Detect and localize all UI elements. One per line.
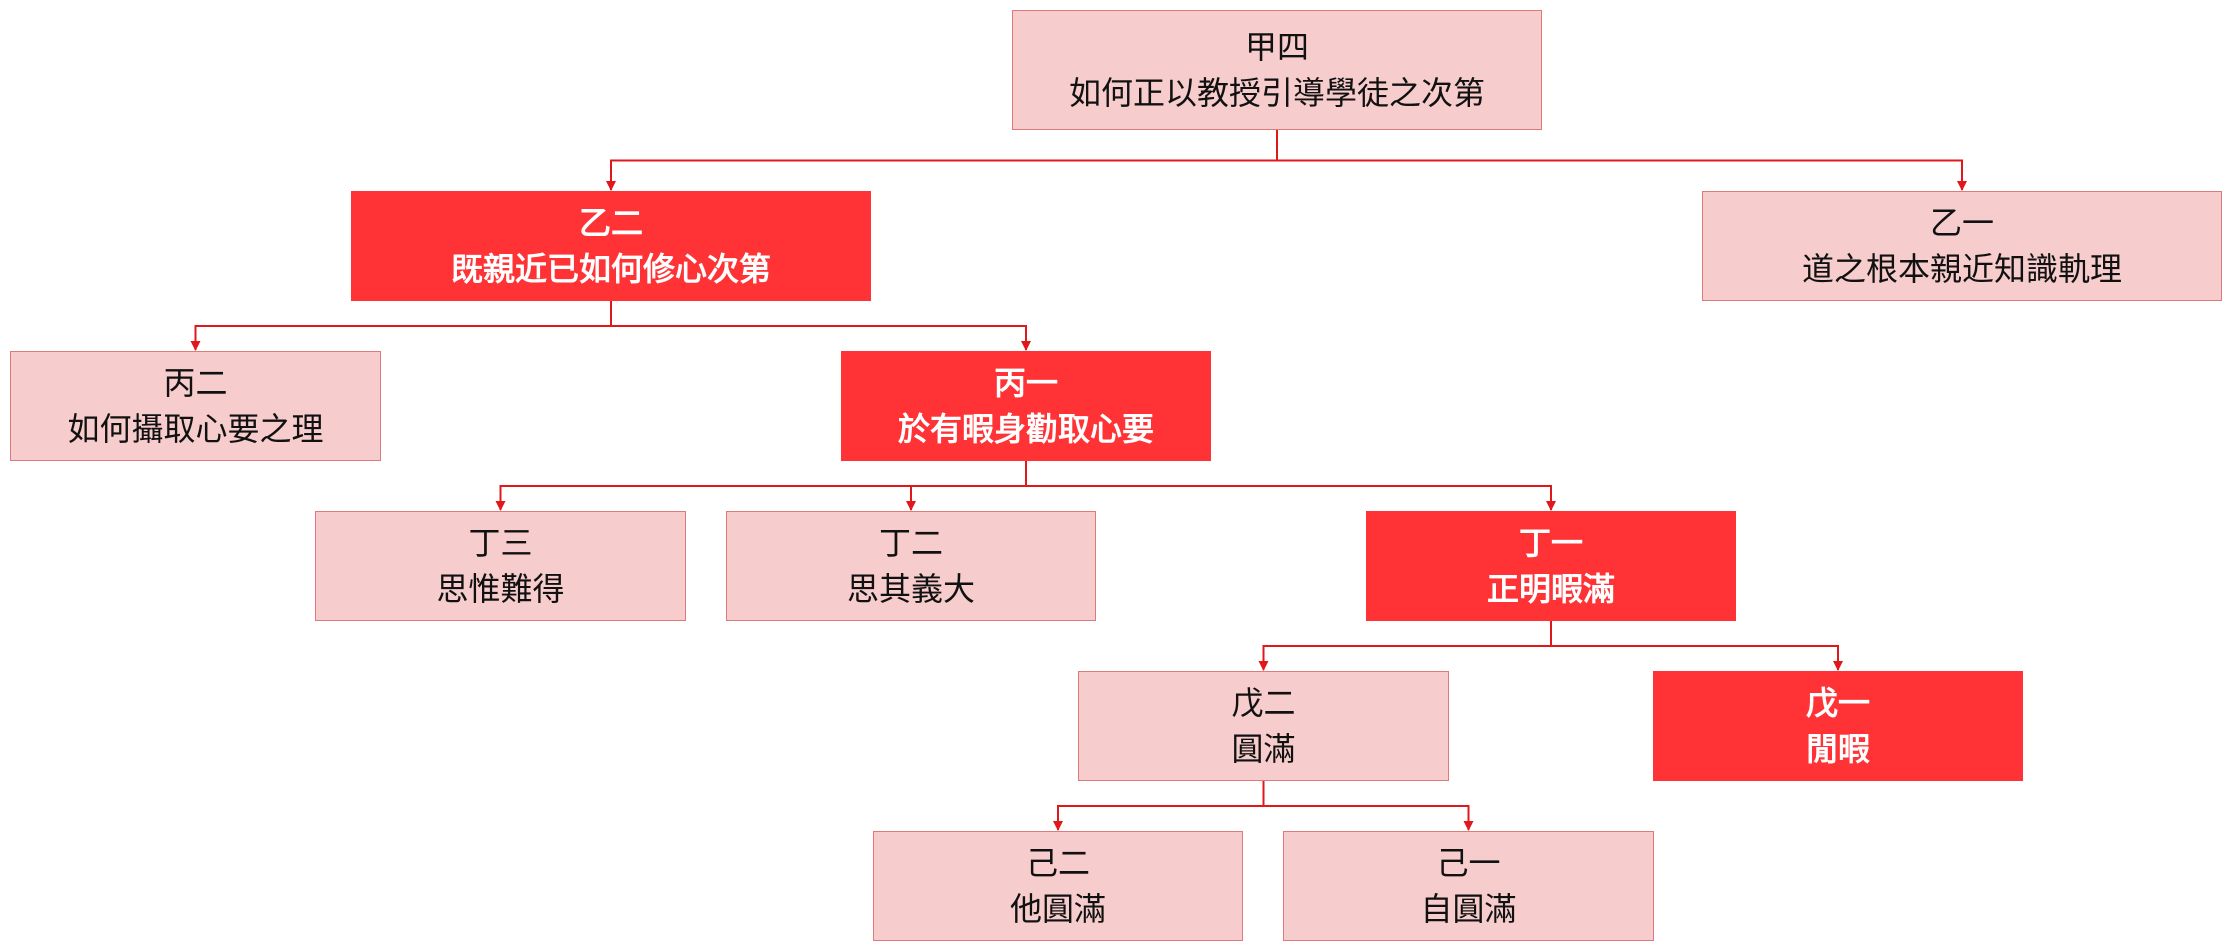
connector-yi2-to-bing2 (190, 301, 612, 351)
node-wu2-code: 戊二 (1231, 683, 1296, 722)
node-jia4-code: 甲四 (1244, 27, 1309, 66)
node-ji1: 己一 自圓滿 (1283, 831, 1654, 941)
node-wu2: 戊二 圓滿 (1078, 671, 1449, 781)
node-ding1-title: 正明暇滿 (1486, 570, 1615, 608)
node-ji2: 己二 他圓滿 (873, 831, 1243, 941)
node-bing1-code: 丙一 (993, 363, 1058, 402)
node-ding3-code: 丁三 (468, 523, 533, 562)
node-ding2-code: 丁二 (878, 523, 943, 562)
node-ji1-title: 自圓滿 (1420, 890, 1517, 928)
node-ding3-title: 思惟難得 (436, 570, 565, 608)
node-bing1: 丙一 於有暇身勸取心要 (841, 351, 1211, 461)
node-yi1-title: 道之根本親近知識軌理 (1801, 250, 2122, 288)
connector-jia4-to-yi1 (1276, 130, 1967, 191)
node-ding2-title: 思其義大 (846, 570, 975, 608)
node-wu1-code: 戊一 (1805, 683, 1870, 722)
node-ding1-code: 丁一 (1518, 523, 1583, 562)
connector-wu2-to-ji2 (1053, 781, 1265, 831)
node-yi1: 乙一 道之根本親近知識軌理 (1702, 191, 2222, 301)
node-bing2-code: 丙二 (163, 363, 228, 402)
node-wu1: 戊一 閒暇 (1653, 671, 2023, 781)
node-wu1-title: 閒暇 (1805, 730, 1870, 768)
connector-bing1-to-ding2 (906, 461, 1027, 511)
connector-yi2-to-bing1 (610, 301, 1031, 351)
connector-bing1-to-ding1 (1025, 461, 1556, 511)
node-ji2-title: 他圓滿 (1009, 890, 1106, 928)
node-ji1-code: 己一 (1436, 843, 1501, 882)
node-ji2-code: 己二 (1025, 843, 1090, 882)
node-ding1: 丁一 正明暇滿 (1366, 511, 1736, 621)
connector-jia4-to-yi2 (606, 130, 1278, 191)
connector-wu2-to-ji1 (1262, 781, 1474, 831)
node-ding3: 丁三 思惟難得 (315, 511, 686, 621)
connector-ding1-to-wu2 (1258, 621, 1552, 671)
node-yi1-code: 乙一 (1929, 203, 1994, 242)
node-yi2: 乙二 既親近已如何修心次第 (351, 191, 871, 301)
connector-ding1-to-wu1 (1550, 621, 1843, 671)
node-bing1-title: 於有暇身勸取心要 (897, 410, 1154, 448)
node-wu2-title: 圓滿 (1231, 730, 1296, 768)
node-bing2: 丙二 如何攝取心要之理 (10, 351, 381, 461)
node-yi2-title: 既親近已如何修心次第 (450, 250, 771, 288)
node-ding2: 丁二 思其義大 (726, 511, 1096, 621)
node-bing2-title: 如何攝取心要之理 (67, 410, 324, 448)
node-jia4: 甲四 如何正以教授引導學徒之次第 (1012, 10, 1542, 130)
node-jia4-title: 如何正以教授引導學徒之次第 (1068, 74, 1485, 112)
node-yi2-code: 乙二 (578, 203, 643, 242)
